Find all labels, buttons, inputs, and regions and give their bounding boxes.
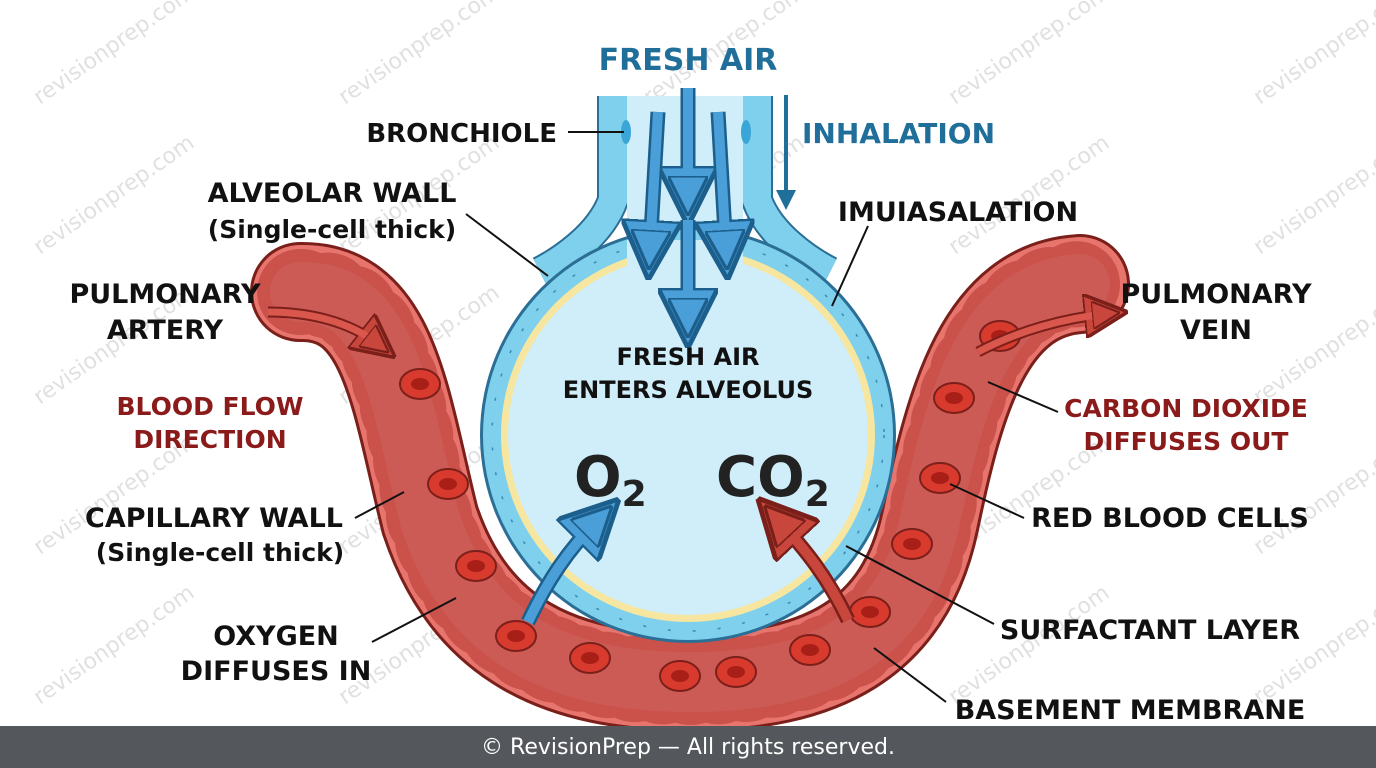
imuiasalation-label: IMUIASALATION [838, 197, 1078, 228]
center-label-line2: ENTERS ALVEOLUS [563, 376, 814, 404]
red-blood-cell [891, 528, 933, 560]
watermark-text: revisionprep.com [1249, 0, 1376, 110]
red-blood-cell [427, 468, 469, 500]
blood-flow-arrows [267, 312, 1106, 352]
red-blood-cell [789, 634, 831, 666]
co2-subscript: 2 [805, 474, 830, 515]
pulmonary-vein-label-line2: VEIN [1180, 315, 1252, 346]
pulmonary-vein-label-line1: PULMONARY [1120, 279, 1312, 310]
co2-out-label-line2: DIFFUSES OUT [1084, 427, 1289, 456]
watermark-text: revisionprep.com [29, 580, 199, 710]
red-blood-cell [495, 620, 537, 652]
pulmonary-artery-label-line2: ARTERY [107, 315, 224, 346]
co2-main: CO [716, 445, 805, 510]
red-blood-cell [569, 642, 611, 674]
red-blood-cell [399, 368, 441, 400]
watermark-text: revisionprep.com [1249, 130, 1376, 260]
red-blood-cell [849, 596, 891, 628]
o2-main: O [574, 445, 622, 510]
center-label-line1: FRESH AIR [617, 343, 760, 371]
red-blood-cell [455, 550, 497, 582]
watermark-text: revisionprep.com [29, 0, 199, 110]
pulmonary-artery-label-line1: PULMONARY [69, 279, 261, 310]
watermark-text: revisionprep.com [29, 130, 199, 260]
leader-lines [354, 131, 1059, 703]
watermark-text: revisionprep.com [944, 0, 1114, 110]
blood-flow-label-line1: BLOOD FLOW [117, 392, 304, 421]
fresh-air-arrows [650, 88, 796, 318]
oxygen-in-label-line2: DIFFUSES IN [181, 656, 372, 687]
red-blood-cell [919, 462, 961, 494]
inhalation-label: INHALATION [802, 117, 995, 150]
red-blood-cell [659, 660, 701, 692]
capillary-wall-label: CAPILLARY WALL [85, 503, 343, 534]
red-blood-cell [715, 656, 757, 688]
basement-membrane-label: BASEMENT MEMBRANE [955, 695, 1306, 726]
labels: FRESH AIR BRONCHIOLE INHALATION ALVEOLAR… [69, 43, 1312, 726]
capillary-wall-sublabel: (Single-cell thick) [96, 538, 344, 567]
red-blood-cell [933, 382, 975, 414]
watermark-text: revisionprep.com [334, 0, 504, 110]
surfactant-label: SURFACTANT LAYER [1000, 615, 1300, 646]
alveolus-diagram: revisionprep.com revisionprep.com revision… [29, 0, 1376, 726]
alveolar-wall-sublabel: (Single-cell thick) [208, 215, 456, 244]
red-blood-cells [399, 320, 1021, 692]
bronchiole-label: BRONCHIOLE [366, 119, 557, 149]
co2-out-label-line1: CARBON DIOXIDE [1064, 394, 1308, 423]
o2-subscript: 2 [622, 474, 647, 515]
fresh-air-label: FRESH AIR [599, 43, 778, 78]
o2-label: O2 [574, 445, 647, 515]
copyright-footer: © RevisionPrep — All rights reserved. [0, 726, 1376, 768]
red-blood-cells-label: RED BLOOD CELLS [1031, 503, 1309, 534]
co2-label: CO2 [716, 445, 830, 515]
gas-exchange-arrows [521, 520, 855, 626]
blood-flow-label-line2: DIRECTION [133, 425, 286, 454]
alveolar-wall-label: ALVEOLAR WALL [208, 178, 457, 209]
oxygen-in-label-line1: OXYGEN [213, 621, 339, 652]
